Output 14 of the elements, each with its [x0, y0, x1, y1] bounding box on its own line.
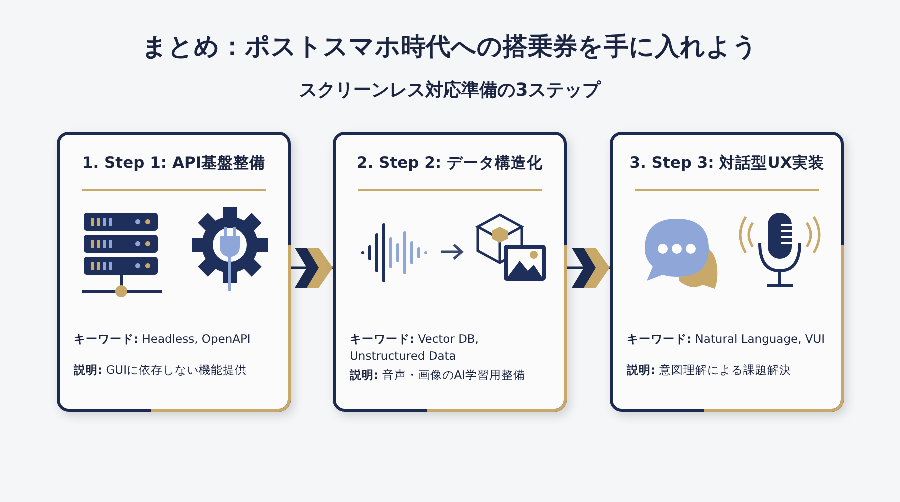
- keyword-text: キーワード: Headless, OpenAPI: [74, 331, 252, 348]
- step-heading: 1. Step 1: API基盤整備: [81, 153, 267, 174]
- step-card: [57, 132, 291, 412]
- keyword-text: キーワード: Vector DB, Unstructured Data: [350, 331, 480, 365]
- description-text: 説明: GUIに依存しない機能提供: [74, 362, 248, 379]
- description-text: 説明: 意図理解による課題解決: [627, 362, 792, 379]
- description-text: 説明: 音声・画像のAI学習用整備: [350, 367, 527, 384]
- subtitle: スクリーンレス対応準備の3ステップ: [298, 79, 602, 102]
- step-heading: 2. Step 2: データ構造化: [356, 153, 544, 174]
- keyword-text: キーワード: Natural Language, VUI: [627, 331, 826, 348]
- step-card: [610, 132, 844, 412]
- step-card: [333, 132, 567, 412]
- title: まとめ：ポストスマホ時代への搭乗券を手に入れよう: [141, 31, 759, 63]
- step-heading: 3. Step 3: 対話型UX実装: [628, 153, 826, 174]
